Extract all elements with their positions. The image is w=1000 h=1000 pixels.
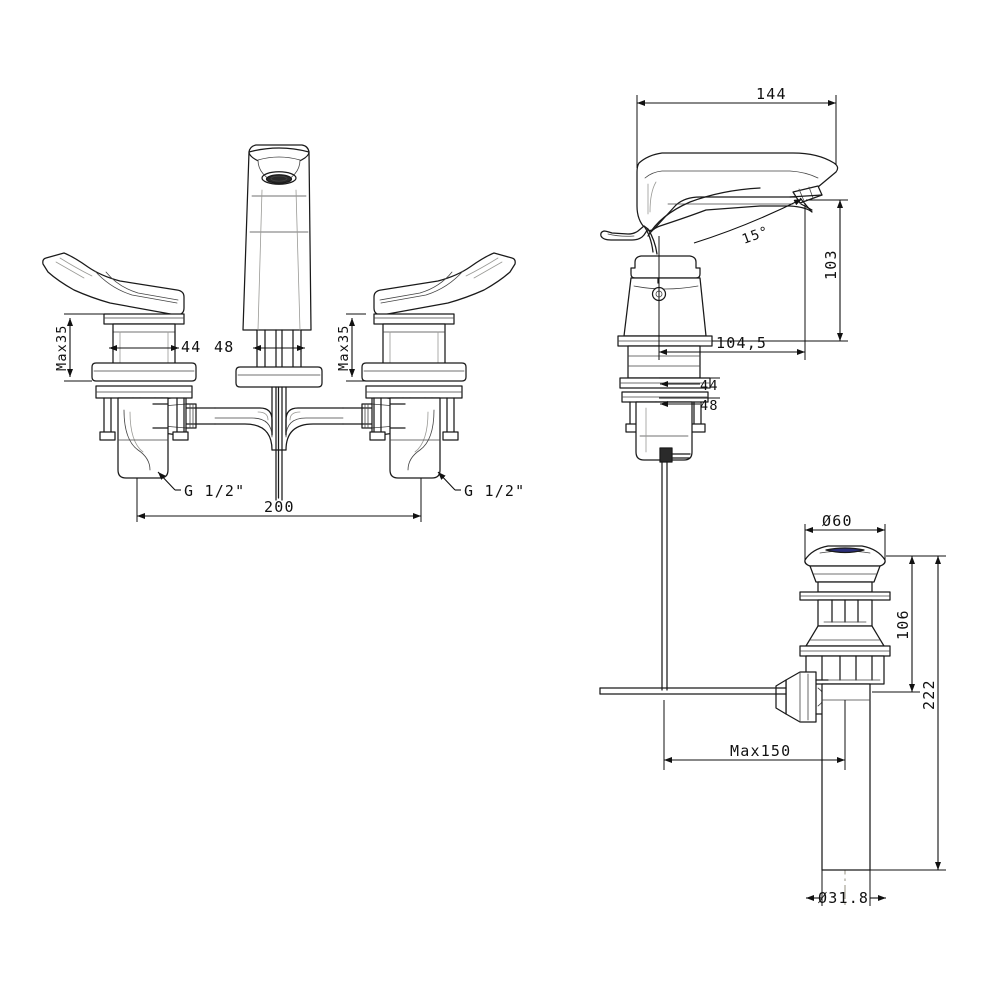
- dim-label-222: 222: [920, 679, 938, 710]
- dim-side-144: 144: [636, 85, 837, 168]
- front-spout: [242, 144, 312, 331]
- dim-front-thread-left: G 1/2": [157, 471, 245, 500]
- dim-label-103: 103: [822, 249, 840, 280]
- dim-front-thread-right: G 1/2": [437, 471, 525, 500]
- drain-view-group: Ø60 106 222 Max150: [599, 512, 946, 907]
- dim-front-max35-left: Max35: [54, 313, 110, 382]
- drain-pivot-nut: [775, 671, 829, 723]
- front-right-handle: [361, 252, 516, 479]
- dim-label-48-front: 48: [214, 338, 234, 356]
- dim-drain-222: 222: [870, 555, 946, 871]
- dim-drain-106: 106: [872, 555, 920, 693]
- dim-drain-d60: Ø60: [804, 512, 886, 560]
- dim-front-max35-right: Max35: [336, 313, 366, 382]
- dim-front-48: 48: [214, 330, 305, 356]
- front-view-group: Max35 44 48 Max35: [42, 144, 525, 522]
- side-body: [600, 225, 713, 691]
- dim-label-thread-right: G 1/2": [464, 482, 525, 500]
- side-spout: [636, 152, 839, 237]
- dim-label-max150: Max150: [730, 742, 791, 760]
- dim-label-d318: Ø31.8: [818, 889, 869, 907]
- dim-drain-d318: Ø31.8: [806, 870, 886, 907]
- dim-label-48-side: 48: [700, 398, 719, 414]
- drain-tailpiece: [821, 683, 871, 871]
- drain-pivot-rod: [599, 687, 787, 695]
- dim-side-15deg: 15°: [693, 197, 813, 248]
- dim-label-200: 200: [264, 498, 295, 516]
- dim-label-44-front: 44: [181, 338, 201, 356]
- dim-side-44: 44: [659, 377, 720, 394]
- front-left-handle: [42, 252, 197, 479]
- dim-drain-max150: Max150: [663, 700, 846, 770]
- dim-label-max35-left: Max35: [54, 324, 70, 371]
- side-view-group: 144 15° 103 104,5: [600, 85, 848, 691]
- dim-label-15deg: 15°: [740, 223, 772, 248]
- dim-front-200: 200: [136, 478, 422, 522]
- dim-side-48: 48: [659, 397, 720, 414]
- drain-popup-cap: [799, 545, 891, 685]
- dim-label-max35-right: Max35: [336, 324, 352, 371]
- dim-label-44-side: 44: [700, 378, 719, 394]
- dim-label-144: 144: [756, 85, 787, 103]
- dim-label-thread-left: G 1/2": [184, 482, 245, 500]
- dim-label-d60: Ø60: [822, 512, 853, 530]
- dim-label-106: 106: [894, 609, 912, 640]
- front-spout-shank: [235, 329, 323, 501]
- dim-side-1045: 104,5: [658, 203, 806, 360]
- dim-label-1045: 104,5: [716, 334, 767, 352]
- dim-front-44: 44: [109, 330, 201, 356]
- dim-side-103: 103: [712, 199, 848, 342]
